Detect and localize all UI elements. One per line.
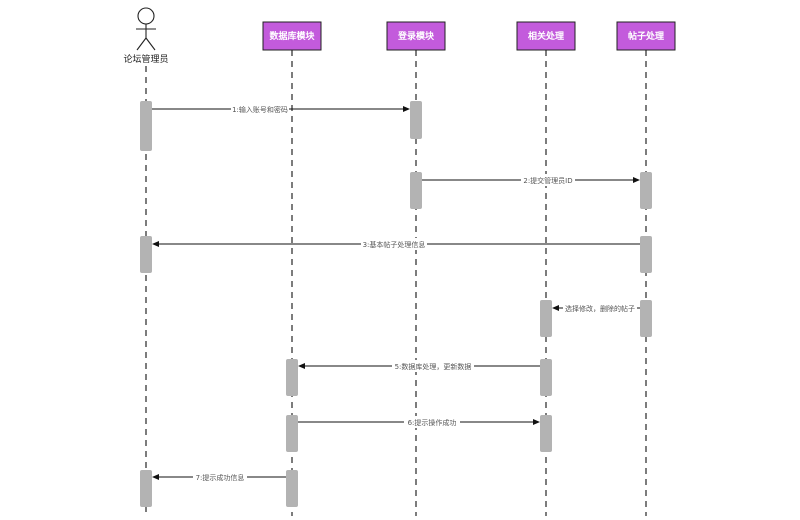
participant-box-related (516, 21, 576, 51)
activation-post-3 (640, 300, 652, 337)
message-7-label: 7:提示成功信息 (196, 473, 245, 482)
message-2-label: 2:提交管理员ID (523, 176, 572, 185)
message-2: 2:提交管理员ID (422, 174, 640, 186)
participant-box-db (262, 21, 322, 51)
activation-admin-3 (140, 470, 152, 507)
message-4-arrowhead (552, 305, 559, 311)
activation-login-1 (410, 101, 422, 139)
participant-box-post (616, 21, 676, 51)
message-1-label: 1:输入账号和密码 (232, 105, 288, 114)
activation-admin-1 (140, 101, 152, 151)
activation-related-1 (540, 300, 552, 337)
message-6-label: 6:提示操作成功 (408, 418, 457, 427)
activation-related-3 (540, 415, 552, 452)
activation-db-3 (286, 470, 298, 507)
message-4-label: 选择修改，删除的帖子 (565, 304, 635, 313)
activation-related-2 (540, 359, 552, 396)
activation-post-2 (640, 236, 652, 273)
message-4: 选择修改，删除的帖子 (552, 302, 640, 314)
actor-icon (136, 7, 156, 51)
message-3-arrowhead (152, 241, 159, 247)
activation-db-1 (286, 359, 298, 396)
participant-box-login (386, 21, 446, 51)
participant-label-db: 数据库模块 (269, 30, 315, 42)
message-6: 6:提示操作成功 (298, 416, 540, 428)
message-7: 7:提示成功信息 (152, 471, 286, 483)
message-1-arrowhead (403, 106, 410, 112)
actor-label-admin: 论坛管理员 (123, 53, 168, 65)
activations (140, 101, 652, 507)
participant-label-post: 帖子处理 (628, 30, 664, 42)
participant-post: 帖子处理 (616, 21, 676, 51)
message-7-arrowhead (152, 474, 159, 480)
message-3-label: 3:基本帖子处理信息 (363, 240, 426, 249)
activation-post-1 (640, 172, 652, 209)
participant-label-related: 相关处理 (528, 30, 564, 42)
participant-related: 相关处理 (516, 21, 576, 51)
message-5: 5:数据库处理，更新数据 (298, 360, 540, 372)
message-6-arrowhead (533, 419, 540, 425)
activation-admin-2 (140, 236, 152, 273)
message-5-label: 5:数据库处理，更新数据 (395, 362, 472, 371)
message-5-arrowhead (298, 363, 305, 369)
activation-login-2 (410, 172, 422, 209)
participant-label-login: 登录模块 (397, 30, 435, 42)
participant-login: 登录模块 (386, 21, 446, 51)
message-3: 3:基本帖子处理信息 (152, 238, 640, 250)
participant-db: 数据库模块 (262, 21, 322, 51)
activation-db-2 (286, 415, 298, 452)
message-2-arrowhead (633, 177, 640, 183)
message-1: 1:输入账号和密码 (152, 103, 410, 115)
